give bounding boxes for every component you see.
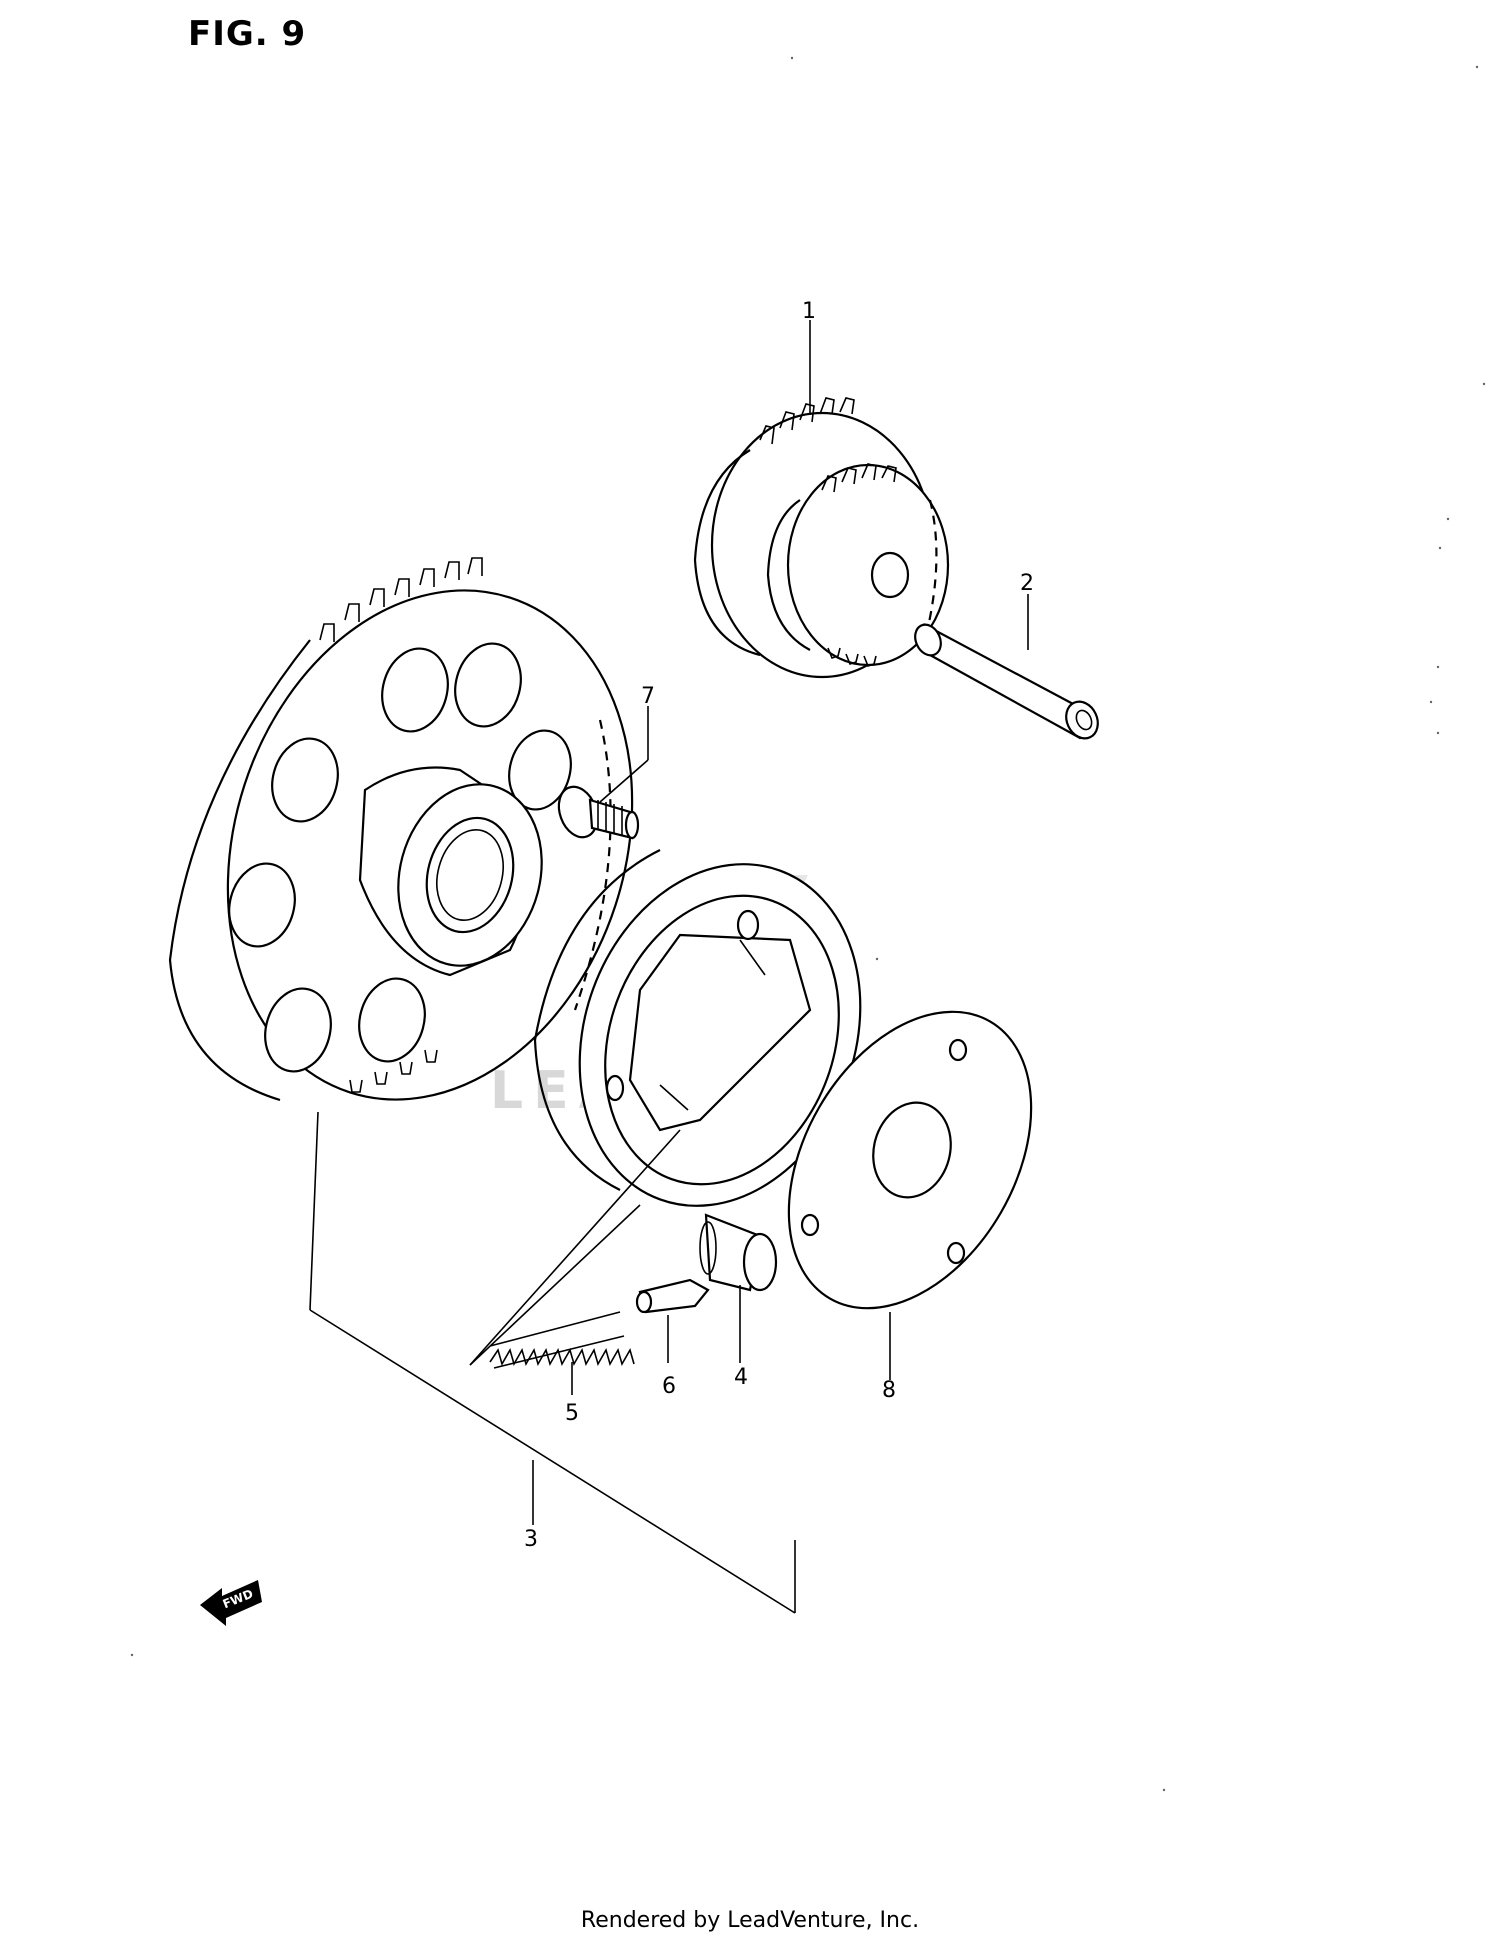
callout-5: 5 [565,1401,579,1426]
part-6-pin [635,1278,710,1314]
callout-8: 8 [882,1378,896,1403]
part-2-shaft [914,622,1099,740]
callout-2: 2 [1020,571,1034,596]
callout-7: 7 [641,684,655,709]
callout-4: 4 [734,1365,748,1390]
scan-specks [130,56,1486,1792]
part-7-bolt [557,785,640,840]
footer-credit: Rendered by LeadVenture, Inc. [580,1908,920,1933]
part-8-plate [787,1010,1033,1310]
part-3-clutch-body [533,849,862,1207]
callout-6: 6 [662,1374,676,1399]
leader-lines [309,320,1029,1614]
callout-3: 3 [524,1527,538,1552]
fwd-arrow-icon: FWD [200,1580,262,1626]
figure-title: FIG. 9 [188,14,307,54]
callout-1: 1 [802,299,816,324]
part-4-roller [699,1213,778,1292]
part-3-starter-gear [168,557,634,1102]
part-5-spring [489,1311,635,1369]
part-1-idle-gear [693,397,950,679]
